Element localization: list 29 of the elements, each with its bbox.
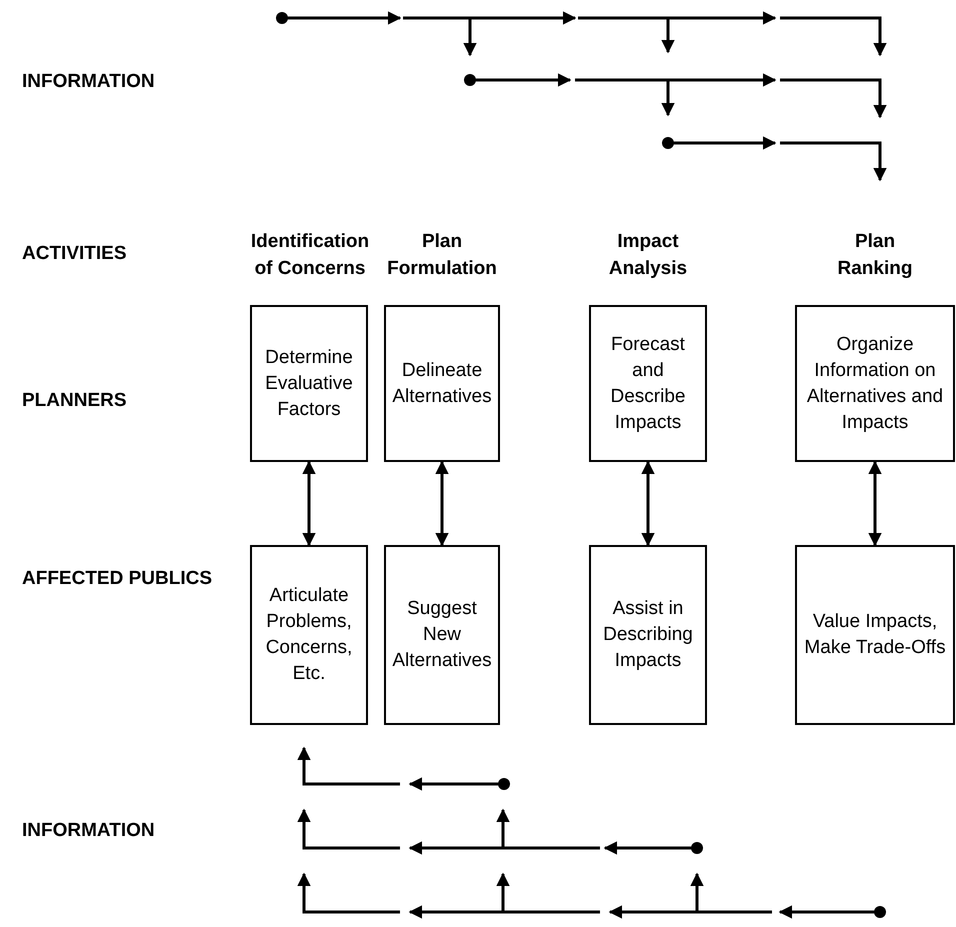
- process-box: [795, 545, 955, 725]
- box-text: Delineate Alternatives: [391, 358, 493, 408]
- box-text: Organize Information on Alternatives and Impacts: [806, 332, 944, 434]
- box-text: Articulate Problems, Concerns, Etc.: [264, 584, 354, 686]
- row-label: INFORMATION: [22, 70, 155, 94]
- column-heading: Plan Formulation: [386, 230, 498, 281]
- row-label: ACTIVITIES: [22, 242, 127, 266]
- box-text: Value Impacts, Make Trade-Offs: [803, 610, 947, 660]
- box-text: Assist in Describing Impacts: [602, 597, 694, 673]
- row-label: INFORMATION: [22, 819, 155, 843]
- double-arrow: [435, 460, 449, 546]
- process-box: [589, 545, 707, 725]
- process-box: [250, 545, 368, 725]
- row-label: AFFECTED PUBLICS: [22, 567, 212, 591]
- process-box: [384, 305, 500, 462]
- box-text: Suggest New Alternatives: [391, 597, 493, 673]
- double-arrow: [641, 460, 655, 546]
- process-box: [384, 545, 500, 725]
- double-arrow: [302, 460, 316, 546]
- double-arrow: [868, 460, 882, 546]
- row-label: PLANNERS: [22, 389, 127, 413]
- column-heading: Identification of Concerns: [250, 230, 370, 281]
- process-box: [589, 305, 707, 462]
- process-box: [795, 305, 955, 462]
- column-heading: Plan Ranking: [836, 230, 914, 281]
- process-box: [250, 305, 368, 462]
- box-text: Forecast and Describe Impacts: [610, 332, 686, 434]
- column-heading: Impact Analysis: [608, 230, 688, 281]
- box-text: Determine Evaluative Factors: [264, 346, 354, 422]
